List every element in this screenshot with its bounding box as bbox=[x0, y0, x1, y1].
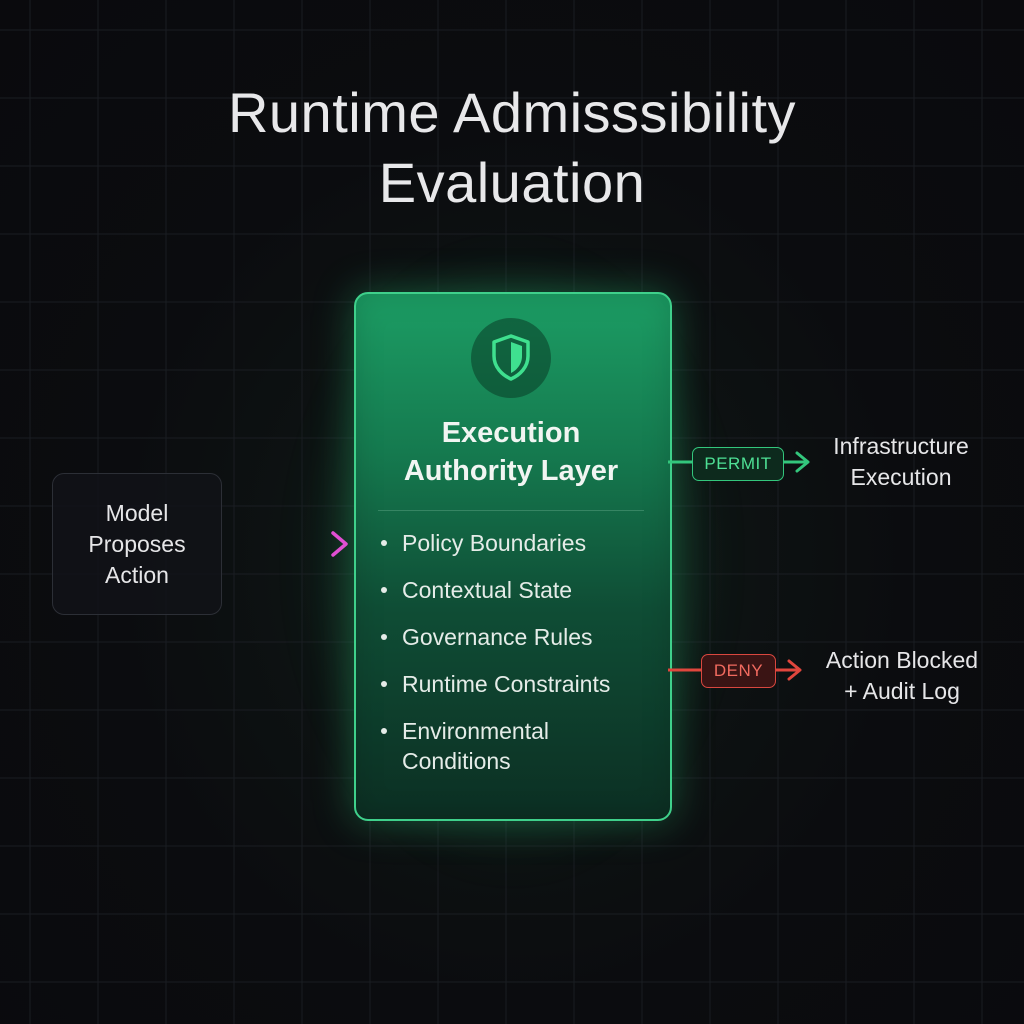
diagram-title: Runtime Admisssibility Evaluation bbox=[112, 78, 912, 218]
criteria-item: Governance Rules bbox=[378, 622, 658, 652]
title-line-2: Evaluation bbox=[378, 151, 646, 214]
criteria-item: Contextual State bbox=[378, 575, 658, 605]
shield-icon bbox=[492, 334, 530, 381]
permit-outcome-line-1: Infrastructure bbox=[833, 433, 969, 459]
shield-icon-badge bbox=[471, 318, 551, 398]
permit-badge: PERMIT bbox=[692, 447, 784, 481]
source-line: Proposes bbox=[88, 530, 186, 557]
core-title-line-1: Execution bbox=[441, 417, 581, 449]
deny-badge: DENY bbox=[701, 654, 776, 688]
criteria-item: Policy Boundaries bbox=[378, 528, 658, 558]
title-line-1: Runtime Admisssibility bbox=[227, 81, 797, 144]
core-title-line-2: Authority Layer bbox=[403, 455, 619, 487]
execution-authority-layer-box bbox=[354, 292, 672, 821]
criteria-item: Runtime Constraints bbox=[378, 669, 658, 699]
model-proposes-action-box: Model Proposes Action bbox=[52, 473, 222, 615]
criteria-item: Environmental Conditions bbox=[378, 716, 658, 776]
source-line: Model bbox=[105, 499, 169, 526]
criteria-list: Policy Boundaries Contextual State Gover… bbox=[378, 528, 658, 793]
core-divider bbox=[378, 510, 644, 511]
source-line: Action bbox=[105, 561, 169, 588]
deny-outcome: Action Blocked + Audit Log bbox=[810, 645, 994, 707]
permit-outcome: Infrastructure Execution bbox=[816, 431, 986, 493]
core-title: Execution Authority Layer bbox=[354, 414, 668, 490]
deny-outcome-line-1: Action Blocked bbox=[825, 647, 979, 673]
permit-outcome-line-2: Execution bbox=[850, 464, 952, 490]
deny-outcome-line-2: + Audit Log bbox=[844, 678, 960, 704]
